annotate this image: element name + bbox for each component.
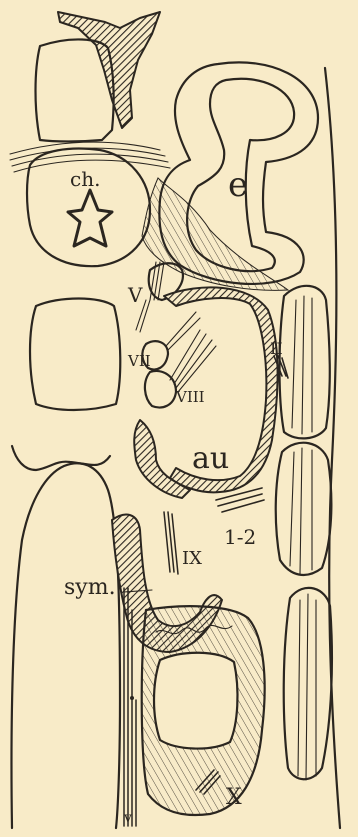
label-x: X (226, 785, 242, 810)
label-v-small: v (123, 810, 132, 826)
label-ch: ch. (70, 167, 100, 191)
label-viii: VIII (175, 388, 205, 406)
muscle-block-middle-striation (290, 448, 312, 574)
label-ii: II (270, 339, 283, 358)
label-sym: sym. (64, 575, 116, 600)
muscle-block-upper-striation (292, 296, 312, 434)
muscle-block-upper (280, 286, 330, 439)
lower-section-lumen (154, 653, 237, 749)
label-v: V (127, 283, 143, 307)
muscle-block-lower-striation (298, 594, 316, 780)
fibrous-fan (142, 178, 288, 290)
label-ix: IX (182, 548, 202, 569)
muscle-block-middle (276, 443, 332, 575)
label-e: e (228, 165, 248, 205)
nerve-ix-bundle (164, 512, 178, 574)
label-vii: VII (127, 352, 151, 370)
label-1-2: 1-2 (224, 525, 256, 549)
spinal-cord-lumen (68, 190, 112, 246)
top-hatched-cartilage (58, 12, 160, 128)
auditory-hook (134, 420, 190, 498)
nerve-viii-body (145, 371, 176, 407)
left-body-outline (11, 463, 120, 828)
small-dot (130, 696, 134, 700)
middle-left-block (30, 299, 120, 411)
label-au: au (192, 441, 229, 476)
right-body-contour (325, 68, 340, 828)
